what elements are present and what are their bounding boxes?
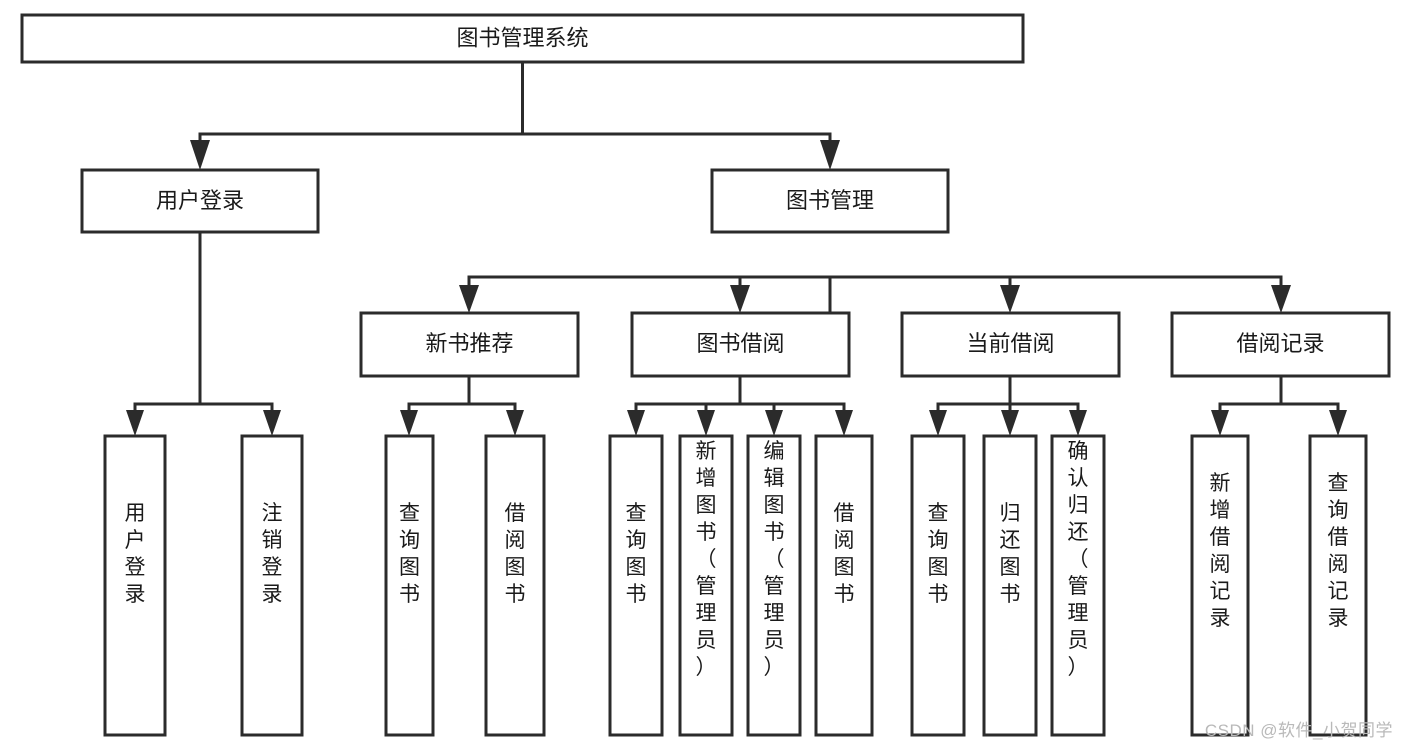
node-book-borrow-label: 图书借阅 <box>696 331 784 356</box>
node-current-borrow[interactable]: 当前借阅 <box>900 311 1121 378</box>
node-borrow-records-label: 借阅记录 <box>1236 331 1324 356</box>
leaf-node-query-book-borrow-label: 查询图书 <box>626 502 647 606</box>
leaf-node-add-borrow-record-label: 新增借阅记录 <box>1210 472 1231 630</box>
node-root-system[interactable]: 图书管理系统 <box>20 13 1025 64</box>
node-current-borrow-label: 当前借阅 <box>966 331 1054 356</box>
leaf-node-borrow-book-label: 借阅图书 <box>834 502 855 606</box>
leaf-node-logout[interactable]: 注销登录 <box>240 434 304 737</box>
leaf-node-edit-book-admin[interactable]: 编辑图书（管理员） <box>746 434 802 737</box>
node-current-borrow-box[interactable] <box>900 311 1121 378</box>
leaf-node-query-book-borrow-box[interactable] <box>608 434 664 737</box>
arrow-bookmgmt-to-records <box>1271 285 1291 313</box>
arrow-root-to-userlogin <box>190 140 210 170</box>
arrow-newbook-to-leaf2 <box>506 410 524 436</box>
node-root-system-label: 图书管理系统 <box>456 25 588 50</box>
leaf-node-add-borrow-record[interactable]: 新增借阅记录 <box>1190 434 1250 737</box>
node-root-system-box[interactable] <box>20 13 1025 64</box>
arrow-current-to-leaf2 <box>1001 410 1019 436</box>
leaf-node-add-book-admin[interactable]: 新增图书（管理员） <box>678 434 734 737</box>
leaf-node-return-book-label: 归还图书 <box>1000 502 1021 606</box>
node-user-login-label: 用户登录 <box>156 188 244 213</box>
node-book-management-box[interactable] <box>710 168 950 234</box>
leaf-node-user-login-box[interactable] <box>103 434 167 737</box>
leaf-node-borrow-book-newbook[interactable]: 借阅图书 <box>484 434 546 737</box>
arrow-borrow-to-leaf1 <box>627 410 645 436</box>
connector-group-root <box>190 60 840 170</box>
leaf-node-query-book-current-label: 查询图书 <box>928 502 949 606</box>
arrow-bookmgmt-to-current <box>1000 285 1020 313</box>
leaf-node-query-borrow-record-box[interactable] <box>1308 434 1368 737</box>
leaf-node-logout-box[interactable] <box>240 434 304 737</box>
leaf-node-query-book-newbook[interactable]: 查询图书 <box>384 434 435 737</box>
arrow-userlogin-to-leaf1 <box>126 410 144 436</box>
leaf-node-query-borrow-record-label: 查询借阅记录 <box>1328 472 1349 630</box>
leaf-node-query-book-newbook-label: 查询图书 <box>399 502 420 606</box>
leaf-node-confirm-return-admin-box[interactable] <box>1050 434 1106 737</box>
node-user-login-box[interactable] <box>80 168 320 234</box>
leaf-node-query-book-current[interactable]: 查询图书 <box>910 434 966 737</box>
leaf-node-borrow-book-newbook-box[interactable] <box>484 434 546 737</box>
leaf-node-borrow-book-box[interactable] <box>814 434 874 737</box>
leaf-node-edit-book-admin-box[interactable] <box>746 434 802 737</box>
node-book-management-label: 图书管理 <box>786 188 874 213</box>
leaf-node-return-book[interactable]: 归还图书 <box>982 434 1038 737</box>
leaf-node-add-book-admin-box[interactable] <box>678 434 734 737</box>
leaf-node-query-book-newbook-box[interactable] <box>384 434 435 737</box>
node-book-borrow[interactable]: 图书借阅 <box>630 311 851 378</box>
leaf-node-query-book-current-box[interactable] <box>910 434 966 737</box>
leaf-node-query-book-borrow[interactable]: 查询图书 <box>608 434 664 737</box>
leaf-node-return-book-box[interactable] <box>982 434 1038 737</box>
leaf-node-add-borrow-record-box[interactable] <box>1190 434 1250 737</box>
node-book-borrow-box[interactable] <box>630 311 851 378</box>
arrow-current-to-leaf3 <box>1069 410 1087 436</box>
arrow-borrow-to-leaf4 <box>835 410 853 436</box>
connector-group-current <box>929 374 1087 436</box>
node-new-book-recommend-label: 新书推荐 <box>425 331 513 356</box>
arrow-root-to-bookmgmt <box>820 140 840 170</box>
leaf-node-user-login-label: 用户登录 <box>125 502 146 606</box>
connector-group-userlogin <box>126 230 281 436</box>
node-new-book-recommend[interactable]: 新书推荐 <box>359 311 580 378</box>
node-borrow-records-box[interactable] <box>1170 311 1391 378</box>
arrow-records-to-leaf1 <box>1211 410 1229 436</box>
leaf-node-confirm-return-admin-label: 确认归还（管理员） <box>1068 440 1089 679</box>
leaf-node-add-book-admin-label: 新增图书（管理员） <box>696 440 717 679</box>
connector-group-records <box>1211 374 1347 436</box>
arrow-borrow-to-leaf3 <box>765 410 783 436</box>
connector-group-bookmgmt <box>459 275 1291 378</box>
arrow-current-to-leaf1 <box>929 410 947 436</box>
node-book-management[interactable]: 图书管理 <box>710 168 950 234</box>
leaf-node-borrow-book[interactable]: 借阅图书 <box>814 434 874 737</box>
arrow-records-to-leaf2 <box>1329 410 1347 436</box>
leaf-node-user-login[interactable]: 用户登录 <box>103 434 167 737</box>
leaf-node-borrow-book-newbook-label: 借阅图书 <box>505 502 526 606</box>
node-new-book-recommend-box[interactable] <box>359 311 580 378</box>
arrow-bookmgmt-to-borrow <box>730 285 750 313</box>
leaf-node-confirm-return-admin[interactable]: 确认归还（管理员） <box>1050 434 1106 737</box>
arrow-borrow-to-leaf2 <box>697 410 715 436</box>
leaf-node-query-borrow-record[interactable]: 查询借阅记录 <box>1308 434 1368 737</box>
arrow-userlogin-to-leaf2 <box>263 410 281 436</box>
node-user-login[interactable]: 用户登录 <box>80 168 320 234</box>
connector-group-newbook <box>400 374 524 436</box>
arrow-bookmgmt-to-newbook <box>459 285 479 313</box>
connector-group-borrow <box>627 374 853 436</box>
leaf-node-logout-label: 注销登录 <box>262 502 283 606</box>
leaf-node-edit-book-admin-label: 编辑图书（管理员） <box>764 440 785 679</box>
arrow-newbook-to-leaf1 <box>400 410 418 436</box>
node-borrow-records[interactable]: 借阅记录 <box>1170 311 1391 378</box>
